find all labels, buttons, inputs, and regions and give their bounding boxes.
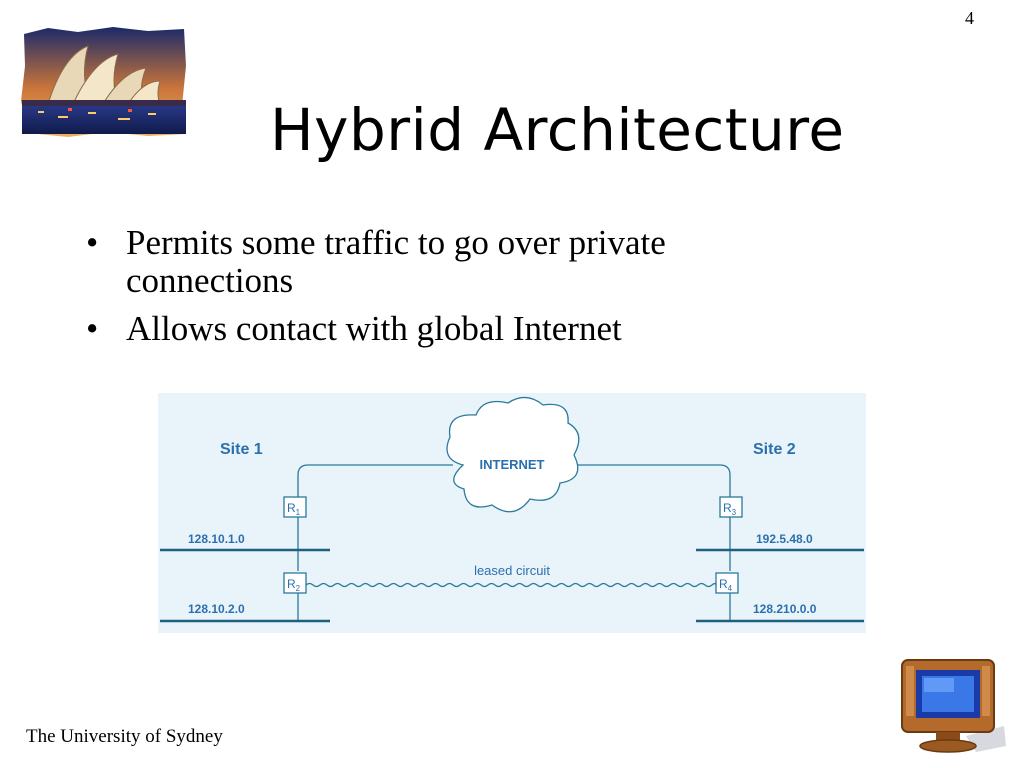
network-label: 128.210.0.0 [753, 602, 817, 616]
bullet-text: Allows contact with global Internet [126, 309, 622, 348]
bullet-dot: • [86, 223, 99, 262]
site2-label: Site 2 [753, 441, 796, 458]
router-r4 [715, 572, 739, 594]
footer-institution: The University of Sydney [26, 726, 223, 747]
internet-label: INTERNET [480, 457, 545, 472]
network-label: 192.5.48.0 [756, 532, 813, 546]
bullet-item: • Permits some traffic to go over privat… [86, 224, 806, 300]
slide-title: Hybrid Architecture [270, 96, 845, 164]
network-label: 128.10.1.0 [188, 532, 245, 546]
bullet-dot: • [86, 309, 99, 348]
page-number: 4 [965, 8, 974, 28]
svg-text:R2: R2 [287, 577, 301, 593]
bullet-list: • Permits some traffic to go over privat… [86, 224, 806, 358]
router-r2 [283, 572, 307, 594]
network-label: 128.10.2.0 [188, 602, 245, 616]
site1-label: Site 1 [220, 441, 263, 458]
svg-text:R3: R3 [723, 501, 737, 517]
bullet-text: Permits some traffic to go over private … [126, 223, 666, 300]
router-r3 [719, 496, 743, 518]
leased-circuit-label: leased circuit [474, 563, 550, 578]
svg-text:R1: R1 [287, 501, 301, 517]
hybrid-network-diagram: INTERNET R1 R2 R3 R4 Site 1 Site 2 128.1… [158, 393, 866, 633]
computer-monitor-icon [901, 659, 1006, 753]
bullet-item: • Allows contact with global Internet [86, 310, 806, 348]
internet-cloud [446, 396, 580, 513]
svg-text:R4: R4 [719, 577, 733, 593]
router-r1 [283, 496, 307, 518]
sydney-opera-house-logo [21, 27, 186, 137]
